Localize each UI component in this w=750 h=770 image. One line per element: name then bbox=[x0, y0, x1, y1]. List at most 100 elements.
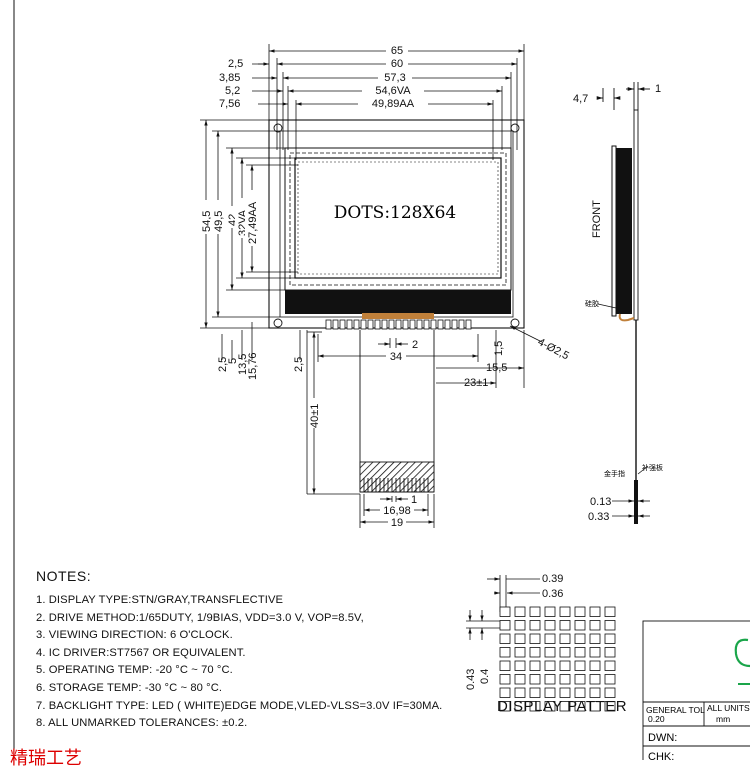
pattern-dot bbox=[544, 606, 556, 617]
pattern-dot bbox=[604, 674, 616, 685]
dim-16-98: 16,98 bbox=[383, 505, 411, 517]
pattern-dot bbox=[559, 660, 571, 671]
side-label-silicone: 硅胶 bbox=[585, 299, 599, 308]
pattern-dot bbox=[529, 660, 541, 671]
dim-27-49aa: 27,49AA bbox=[247, 201, 259, 244]
pattern-dot bbox=[559, 647, 571, 658]
company-logo bbox=[734, 638, 750, 668]
dim-b-2-5: 2,5 bbox=[293, 357, 305, 372]
note-item: 1. DISPLAY TYPE:STN/GRAY,TRANSFLECTIVE bbox=[36, 594, 284, 606]
dim-bl-13-5: 13,5 bbox=[237, 354, 249, 375]
pattern-dot bbox=[514, 674, 526, 685]
notes-title: NOTES: bbox=[36, 568, 92, 584]
dim-holes: 4-Ø2,5 bbox=[536, 336, 571, 362]
side-dim-0-33: 0.33 bbox=[588, 511, 609, 523]
side-front-label: FRONT bbox=[591, 200, 603, 238]
pattern-dot bbox=[559, 620, 571, 631]
side-thickness-dims bbox=[612, 499, 650, 518]
company-name-red: 精瑞工艺 bbox=[10, 748, 82, 769]
pattern-dim-0-36: 0.36 bbox=[542, 588, 563, 600]
note-item: 6. STORAGE TEMP: -30 °C ~ 80 °C. bbox=[36, 681, 223, 694]
display-pattern-label: DISPLAY PATTER bbox=[497, 698, 628, 715]
fpc-pins bbox=[325, 319, 472, 330]
note-item: 8. ALL UNMARKED TOLERANCES: ±0.2. bbox=[36, 717, 248, 730]
pattern-dot bbox=[499, 633, 511, 644]
pattern-dot bbox=[499, 660, 511, 671]
pattern-dot bbox=[514, 701, 526, 712]
pattern-dot bbox=[589, 620, 601, 631]
dim-54-5: 54,5 bbox=[201, 211, 213, 232]
display-text: DOTS:128X64 bbox=[334, 203, 456, 223]
pattern-dot bbox=[604, 647, 616, 658]
pattern-dot bbox=[544, 620, 556, 631]
pattern-dot bbox=[574, 701, 586, 712]
pattern-dot bbox=[604, 701, 616, 712]
pattern-dot bbox=[589, 660, 601, 671]
pattern-dot bbox=[499, 687, 511, 698]
pattern-dot bbox=[529, 701, 541, 712]
pattern-dot bbox=[514, 660, 526, 671]
pattern-dot bbox=[604, 633, 616, 644]
left-dimensions bbox=[200, 119, 298, 329]
dim-40: 40±1 bbox=[309, 404, 321, 428]
pattern-dot bbox=[529, 620, 541, 631]
dim-49-5: 49,5 bbox=[213, 211, 225, 232]
tb-units-value: mm bbox=[716, 714, 730, 724]
note-item: 2. DRIVE METHOD:1/65DUTY, 1/9BIAS, VDD=3… bbox=[36, 611, 364, 624]
dim-1-5: 1,5 bbox=[493, 341, 505, 356]
pattern-dot bbox=[529, 687, 541, 698]
pattern-dot bbox=[544, 674, 556, 685]
dim-19: 19 bbox=[391, 517, 403, 529]
pattern-dot bbox=[589, 633, 601, 644]
pattern-dims bbox=[466, 575, 540, 640]
tb-tol-value: 0.20 bbox=[648, 714, 665, 724]
pattern-dot bbox=[544, 660, 556, 671]
side-stiffener bbox=[634, 480, 638, 524]
dim-34: 34 bbox=[390, 351, 402, 363]
lcd-bottom-band bbox=[285, 290, 511, 314]
pattern-dot bbox=[529, 674, 541, 685]
pattern-dot bbox=[604, 660, 616, 671]
pattern-dot bbox=[559, 701, 571, 712]
dim-23: 23±1 bbox=[464, 377, 488, 389]
pattern-dot bbox=[559, 674, 571, 685]
tb-tol-label: GENERAL TOL bbox=[646, 705, 705, 715]
pattern-dot bbox=[559, 633, 571, 644]
side-backplate bbox=[611, 145, 617, 317]
dim-bl-2-5: 2,5 bbox=[217, 357, 229, 372]
dim-bl-5: 5 bbox=[227, 358, 239, 364]
pattern-dot bbox=[499, 620, 511, 631]
pattern-dot bbox=[589, 687, 601, 698]
pattern-dot bbox=[589, 606, 601, 617]
dim-49-89aa: 49,89AA bbox=[372, 98, 415, 110]
pattern-dot bbox=[574, 633, 586, 644]
pattern-dot bbox=[544, 701, 556, 712]
dim-60: 60 bbox=[391, 58, 403, 70]
note-item: 4. IC DRIVER:ST7567 OR EQUIVALENT. bbox=[36, 646, 246, 659]
pattern-dot bbox=[574, 606, 586, 617]
pattern-dot bbox=[529, 633, 541, 644]
pattern-dot bbox=[544, 687, 556, 698]
dim-15-5: 15,5 bbox=[486, 362, 507, 374]
pattern-dot bbox=[529, 606, 541, 617]
side-fpc-bend bbox=[618, 313, 635, 322]
dim-65: 65 bbox=[391, 45, 403, 57]
pattern-dim-0-43: 0.43 bbox=[465, 669, 477, 690]
lcd-ic-strip bbox=[362, 313, 434, 319]
pattern-dot bbox=[604, 620, 616, 631]
pattern-dot bbox=[499, 674, 511, 685]
note-item: 5. OPERATING TEMP: -20 °C ~ 70 °C. bbox=[36, 664, 233, 677]
pattern-dim-0-39: 0.39 bbox=[542, 573, 563, 585]
pattern-dot bbox=[514, 633, 526, 644]
pattern-dot bbox=[604, 687, 616, 698]
pattern-dim-0-4: 0.4 bbox=[479, 669, 491, 684]
title-block bbox=[642, 620, 750, 760]
pattern-dot bbox=[589, 674, 601, 685]
tb-dwn: DWN: bbox=[648, 732, 677, 744]
pattern-dot bbox=[514, 687, 526, 698]
pattern-dot bbox=[574, 620, 586, 631]
side-body bbox=[616, 148, 632, 314]
pattern-dot bbox=[529, 647, 541, 658]
cable-contacts bbox=[363, 478, 429, 492]
